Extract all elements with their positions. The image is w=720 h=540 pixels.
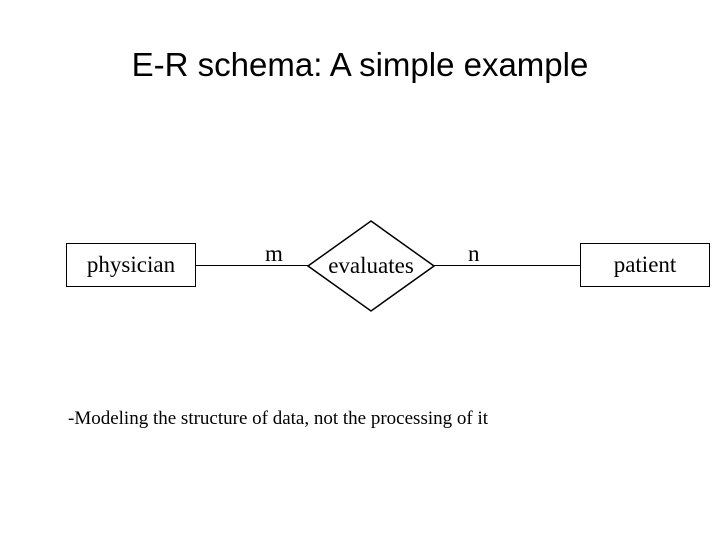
- entity-physician-label: physician: [86, 252, 176, 277]
- footnote-text: -Modeling the structure of data, not the…: [68, 408, 489, 429]
- entity-patient-label: patient: [613, 252, 677, 277]
- diamond-shape-icon: [307, 220, 435, 312]
- page-title: E-R schema: A simple example: [131, 46, 589, 83]
- cardinality-label-n: n: [465, 242, 483, 265]
- connector-line-left: [196, 265, 311, 266]
- relationship-label: evaluates: [328, 253, 414, 278]
- cardinality-label-m: m: [262, 242, 286, 265]
- relationship-diamond-evaluates: evaluates: [307, 220, 435, 312]
- entity-patient: patient: [580, 243, 710, 287]
- connector-line-right: [431, 265, 580, 266]
- entity-physician: physician: [66, 243, 196, 287]
